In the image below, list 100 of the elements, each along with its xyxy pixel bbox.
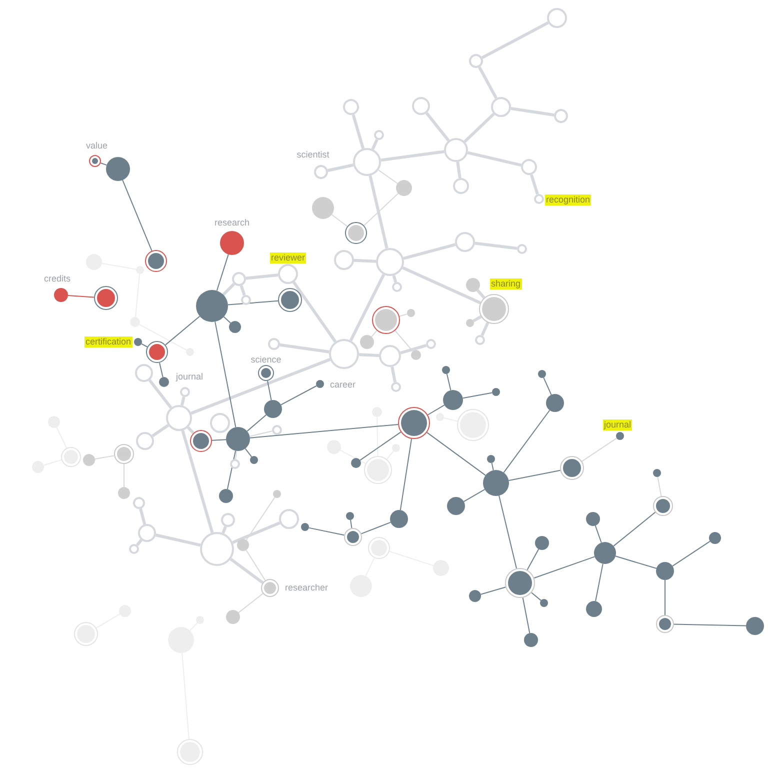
network-node: [475, 335, 485, 345]
connector-line: [674, 624, 746, 626]
connector-line: [340, 450, 366, 464]
connector-line: [182, 652, 190, 740]
network-node: [407, 309, 415, 317]
network-node: [368, 537, 390, 559]
network-node: [487, 455, 495, 463]
keyword-label: scientist: [296, 150, 330, 160]
network-node: [261, 579, 279, 597]
network-node: [517, 244, 527, 254]
connector-line: [443, 417, 458, 422]
network-node: [312, 197, 334, 219]
network-node: [54, 288, 68, 302]
network-node: [200, 532, 234, 566]
connector-line: [463, 488, 486, 502]
network-node: [524, 633, 538, 647]
connector-line: [510, 107, 554, 116]
connector-line: [136, 539, 142, 546]
connector-line: [531, 592, 542, 601]
network-node: [229, 321, 241, 333]
network-node: [491, 97, 511, 117]
connector-line: [474, 242, 518, 250]
connector-line: [394, 330, 414, 352]
connector-line: [472, 315, 482, 322]
network-node: [457, 409, 489, 441]
network-node: [534, 194, 544, 204]
keyword-label: sharing: [490, 278, 522, 290]
connector-line: [446, 373, 452, 391]
network-node: [443, 390, 463, 410]
connector-line: [664, 580, 666, 616]
connector-line: [427, 404, 445, 416]
connector-line: [280, 385, 317, 406]
network-node: [210, 413, 230, 433]
network-node: [436, 413, 444, 421]
connector-line: [190, 358, 331, 415]
network-node: [372, 306, 400, 334]
network-node: [329, 339, 359, 369]
connector-line: [534, 556, 596, 578]
connector-line: [249, 424, 399, 438]
connector-line: [426, 432, 486, 476]
connector-line: [400, 438, 412, 511]
network-node: [447, 497, 465, 515]
network-node: [272, 425, 282, 435]
connector-line: [222, 526, 227, 534]
connector-line: [595, 563, 604, 602]
connector-line: [456, 162, 462, 178]
network-node: [653, 469, 661, 477]
network-node: [89, 155, 101, 167]
connector-line: [56, 426, 68, 448]
network-node: [353, 148, 381, 176]
connector-line: [368, 175, 388, 249]
network-node: [118, 487, 130, 499]
connector-line: [238, 593, 264, 614]
connector-line: [392, 275, 398, 283]
network-node: [250, 456, 258, 464]
network-node: [316, 380, 324, 388]
network-node: [273, 490, 281, 498]
connector-line: [425, 112, 450, 142]
connector-line: [352, 114, 365, 149]
network-node: [540, 599, 548, 607]
network-node: [83, 454, 95, 466]
keyword-label: journal: [175, 372, 204, 382]
keyword-label: career: [329, 380, 357, 390]
connector-line: [672, 540, 710, 567]
connector-line: [364, 192, 399, 226]
connector-line: [155, 534, 201, 547]
network-node: [74, 622, 98, 646]
network-node: [560, 456, 584, 480]
network-node: [220, 231, 244, 255]
network-node: [226, 610, 240, 624]
connector-line: [378, 170, 398, 184]
network-node: [444, 138, 468, 162]
connector-line: [400, 344, 427, 354]
network-node: [190, 430, 212, 452]
network-node: [136, 432, 154, 450]
connector-line: [235, 450, 238, 460]
network-node: [351, 458, 361, 468]
network-node: [479, 294, 509, 324]
network-node: [344, 528, 362, 546]
connector-line: [380, 150, 444, 162]
connector-line: [522, 597, 530, 634]
network-node: [466, 319, 474, 327]
connector-line: [181, 430, 214, 534]
network-node: [268, 338, 280, 350]
network-node: [746, 617, 764, 635]
network-node: [547, 8, 567, 28]
connector-line: [308, 527, 345, 536]
network-node: [314, 165, 328, 179]
connector-line: [365, 557, 375, 577]
network-node: [129, 544, 139, 554]
network-node: [392, 282, 402, 292]
network-node: [114, 444, 134, 464]
connector-line: [467, 151, 522, 167]
network-node: [483, 470, 509, 496]
connector-line: [476, 289, 486, 299]
connector-line: [530, 174, 539, 195]
network-node: [61, 447, 81, 467]
connector-line: [148, 379, 172, 409]
connector-line: [350, 519, 352, 529]
network-node: [135, 364, 153, 382]
